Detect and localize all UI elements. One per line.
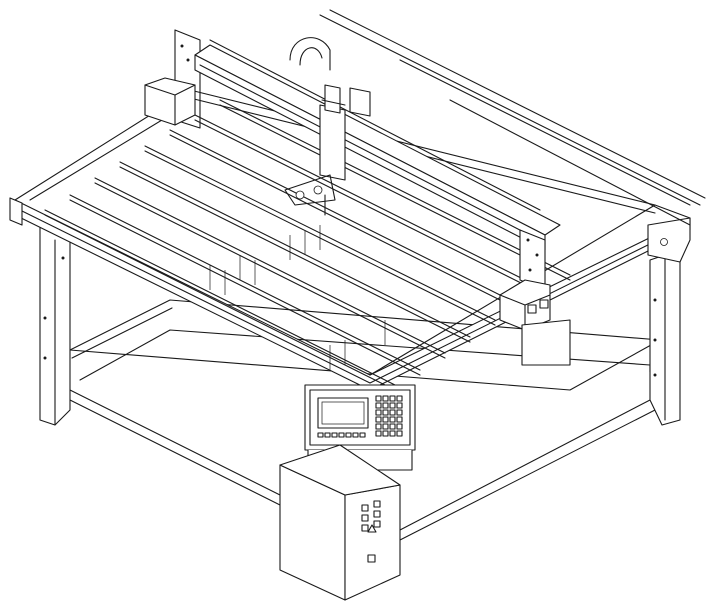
indicator-lamp [373, 510, 381, 518]
keypad-key [389, 409, 396, 416]
keypad-key [389, 395, 396, 402]
indicator-lamp [361, 504, 369, 512]
keypad-key [375, 402, 382, 409]
function-key [317, 432, 324, 438]
keypad-key [382, 409, 389, 416]
warning-triangle-icon [367, 524, 377, 533]
keypad-key [396, 402, 403, 409]
keypad-key [389, 402, 396, 409]
keypad-key [396, 416, 403, 423]
torch-carriage [284, 37, 371, 216]
keypad-key [375, 416, 382, 423]
indicator-lamp [361, 524, 369, 532]
keypad-key [396, 423, 403, 430]
right-drive-box [499, 279, 571, 366]
keypad-key [375, 430, 382, 437]
keypad-key [396, 395, 403, 402]
left-drive-box [144, 77, 196, 126]
cabinet-indicators [361, 500, 381, 532]
keypad-key [389, 423, 396, 430]
controller-screen [317, 397, 369, 429]
controller-keypad [375, 395, 403, 437]
gantry-beam [194, 44, 561, 291]
keypad-key [375, 409, 382, 416]
indicator-lamp [361, 514, 369, 522]
function-key [345, 432, 352, 438]
keypad-key [375, 395, 382, 402]
function-key [324, 432, 331, 438]
front-right-leg [649, 249, 681, 426]
keypad-key [382, 423, 389, 430]
indicator-lamp [373, 500, 381, 508]
function-key [331, 432, 338, 438]
keypad-key [382, 395, 389, 402]
keypad-key [382, 430, 389, 437]
table-frame [9, 89, 691, 391]
keypad-key [389, 430, 396, 437]
electrical-cabinet [279, 444, 401, 601]
function-key [359, 432, 366, 438]
controller-function-keys [317, 432, 366, 438]
keypad-key [389, 416, 396, 423]
keypad-key [396, 430, 403, 437]
keypad-key [396, 409, 403, 416]
keypad-key [375, 423, 382, 430]
function-key [352, 432, 359, 438]
front-left-leg [39, 219, 71, 426]
keypad-key [382, 416, 389, 423]
slats [44, 99, 571, 391]
function-key [338, 432, 345, 438]
indicator-lamp [373, 520, 381, 528]
keypad-key [382, 402, 389, 409]
